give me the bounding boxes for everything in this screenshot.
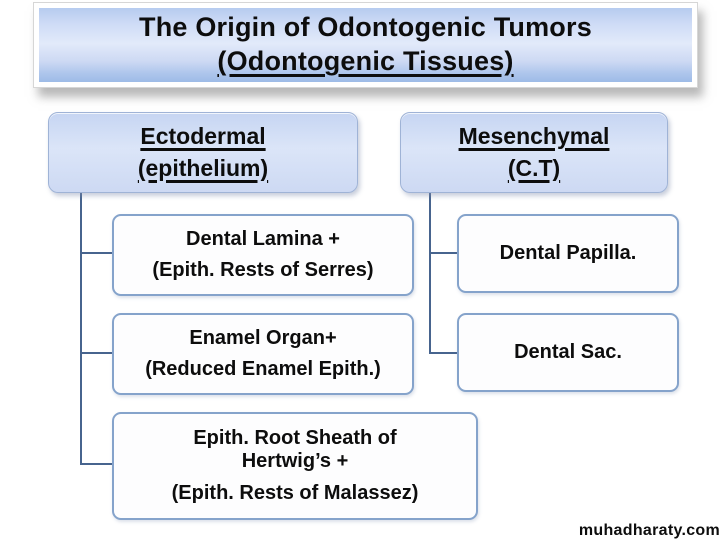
title-box: The Origin of Odontogenic Tumors (Odonto… [33,2,698,88]
leaf-root-sheath-line1: Epith. Root Sheath of [193,427,397,450]
branch-ectodermal-box: Ectodermal (epithelium) [48,112,358,193]
watermark-text: muhadharaty.com [578,522,720,539]
connector-ectodermal-vertical [80,193,82,465]
leaf-root-sheath-line3: (Epith. Rests of Malassez) [171,481,419,504]
connector-ectodermal-elbow-3 [82,463,112,465]
branch-mesenchymal-label1: Mesenchymal [458,122,610,149]
leaf-dental-papilla-box: Dental Papilla. [457,214,679,293]
leaf-dental-lamina-line1: Dental Lamina + [186,228,340,251]
leaf-enamel-organ-line2: (Reduced Enamel Epith.) [145,357,381,380]
connector-ectodermal-elbow-1 [82,252,112,254]
title-box-fill: The Origin of Odontogenic Tumors (Odonto… [39,8,692,82]
connector-ectodermal-elbow-2 [82,352,112,354]
connector-mesenchymal-elbow-1 [431,252,457,254]
branch-ectodermal-label1: Ectodermal [140,122,266,149]
title-line1: The Origin of Odontogenic Tumors [139,11,592,42]
leaf-dental-sac-box: Dental Sac. [457,313,679,392]
connector-mesenchymal-elbow-2 [431,352,457,354]
connector-mesenchymal-vertical [429,193,431,354]
branch-mesenchymal-box: Mesenchymal (C.T) [400,112,668,193]
leaf-enamel-organ-line1: Enamel Organ+ [189,327,337,350]
branch-ectodermal-label2: (epithelium) [137,154,269,181]
title-line2: (Odontogenic Tissues) [217,46,514,77]
branch-mesenchymal-label2: (C.T) [507,154,561,181]
leaf-enamel-organ-box: Enamel Organ+ (Reduced Enamel Epith.) [112,313,414,395]
leaf-root-sheath-line2: Hertwig’s + [241,450,349,473]
leaf-dental-lamina-line2: (Epith. Rests of Serres) [152,258,374,281]
leaf-dental-papilla-line1: Dental Papilla. [499,242,637,264]
leaf-root-sheath-box: Epith. Root Sheath of Hertwig’s + (Epith… [112,412,478,520]
leaf-root-sheath-paragraph1: Epith. Root Sheath of Hertwig’s + [193,427,396,473]
leaf-dental-sac-line1: Dental Sac. [514,341,622,363]
leaf-dental-lamina-box: Dental Lamina + (Epith. Rests of Serres) [112,214,414,296]
